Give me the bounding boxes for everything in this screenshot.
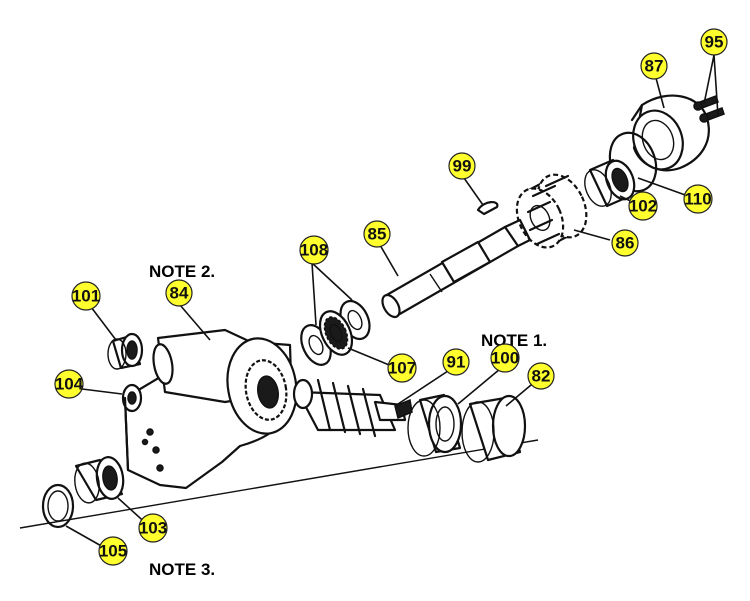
- callout-100: 100: [490, 343, 520, 373]
- svg-text:103: 103: [139, 519, 167, 538]
- part-103-needle-bearing: [74, 456, 125, 504]
- svg-text:91: 91: [447, 353, 466, 372]
- part-95-screws: [693, 95, 725, 123]
- part-86-spur-gear: [515, 173, 588, 249]
- svg-text:102: 102: [629, 197, 657, 216]
- part-99-key: [476, 201, 499, 216]
- callout-105: 105: [98, 536, 128, 566]
- svg-text:85: 85: [368, 225, 387, 244]
- part-105-snap-ring: [41, 483, 75, 529]
- callout-86: 86: [611, 229, 639, 257]
- callout-110: 110: [683, 184, 713, 214]
- svg-text:110: 110: [684, 190, 711, 209]
- callout-104: 104: [54, 369, 84, 399]
- svg-text:86: 86: [616, 234, 635, 253]
- svg-text:100: 100: [491, 349, 519, 368]
- svg-text:99: 99: [453, 157, 472, 176]
- note-2: NOTE 2.: [149, 262, 215, 281]
- callout-102: 102: [628, 191, 658, 221]
- svg-text:87: 87: [645, 57, 664, 76]
- callout-95: 95: [700, 28, 728, 56]
- callout-103: 103: [138, 513, 168, 543]
- callout-85: 85: [363, 220, 391, 248]
- svg-text:108: 108: [300, 241, 328, 260]
- part-82-sleeve: [461, 394, 527, 463]
- part-107-thrust-bearing: [318, 310, 354, 356]
- part-100-ball-bearing: [407, 393, 463, 457]
- callout-84: 84: [165, 279, 193, 307]
- part-85-shaft: [381, 218, 532, 319]
- callout-91: 91: [442, 348, 470, 376]
- svg-text:82: 82: [532, 367, 551, 386]
- assembly-axis-line: [19, 439, 539, 529]
- note-1: NOTE 1.: [481, 331, 547, 350]
- svg-text:95: 95: [705, 33, 724, 52]
- callout-101: 101: [71, 281, 101, 311]
- callout-107: 107: [387, 353, 417, 383]
- svg-text:107: 107: [388, 359, 416, 378]
- svg-text:84: 84: [170, 284, 189, 303]
- callouts: 95 87 99 110 102 85 86 108 101 84 107 91…: [54, 28, 728, 566]
- note-3: NOTE 3.: [149, 560, 215, 579]
- svg-text:101: 101: [72, 287, 100, 306]
- svg-text:105: 105: [99, 542, 127, 561]
- part-101-needle-bearing: [107, 332, 144, 370]
- callout-82: 82: [527, 362, 555, 390]
- part-84-housing: [121, 328, 298, 490]
- part-91-worm: [292, 378, 413, 438]
- part-102-needle-bearing: [584, 158, 636, 208]
- callout-99: 99: [448, 152, 476, 180]
- svg-text:104: 104: [55, 375, 84, 394]
- callout-87: 87: [640, 52, 668, 80]
- callout-108: 108: [299, 235, 329, 265]
